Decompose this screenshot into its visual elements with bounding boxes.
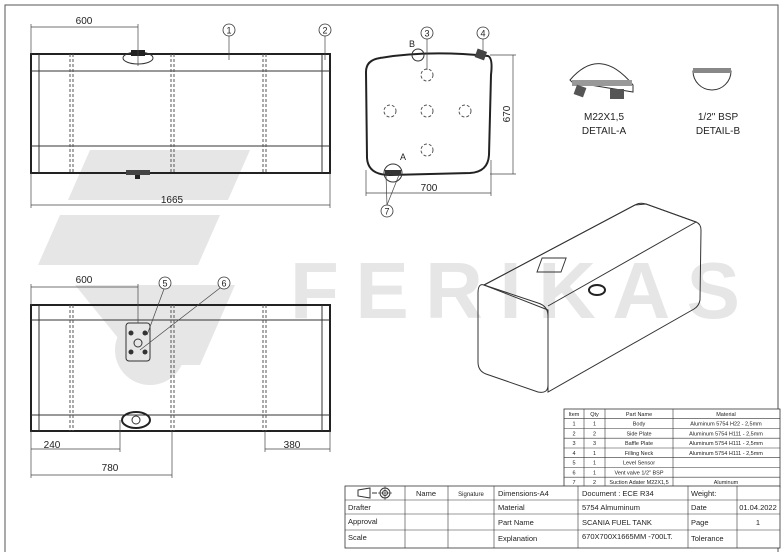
parts-cell-qty: 1 <box>593 461 596 467</box>
date-label: Date <box>691 503 707 512</box>
parts-cell-part-name: Filling Neck <box>625 451 654 457</box>
signature-header: Signature <box>458 492 484 498</box>
date-value: 01.04.2022 <box>739 503 777 512</box>
parts-cell-item: 7 <box>572 480 575 486</box>
parts-cell-part-name: Level Sensor <box>623 461 655 467</box>
parts-cell-qty: 2 <box>593 480 596 486</box>
detail-b-mark: B <box>409 39 415 49</box>
parts-cell-part-name: Suction Adater M22X1,5 <box>609 480 668 486</box>
drafter-label: Drafter <box>348 503 371 512</box>
dim-neck-position: 600 <box>76 16 93 27</box>
dim-height: 670 <box>502 105 513 122</box>
material-value: 5754 Almuminum <box>582 503 640 512</box>
dim-240: 240 <box>44 440 61 451</box>
parts-cell-item: 3 <box>572 441 575 447</box>
part-name-label: Part Name <box>498 518 534 527</box>
name-header: Name <box>416 489 436 498</box>
parts-cell-item: 5 <box>572 461 575 467</box>
document-value: Document : ECE R34 <box>582 489 654 498</box>
bottom-view: 600 240 380 780 5 6 <box>30 275 331 478</box>
page-label: Page <box>691 518 709 527</box>
parts-cell-part-name: Vent valve 1/2" BSP <box>614 470 663 476</box>
balloon-2: 2 <box>322 26 327 36</box>
parts-cell-material: Aluminum 5754 H111 - 2,5mm <box>689 451 763 457</box>
col-item: Item <box>569 412 580 418</box>
watermark-text: FERIKAS <box>290 246 740 335</box>
balloon-6: 6 <box>221 279 226 289</box>
col-part-name: Part Name <box>626 412 652 418</box>
parts-cell-qty: 1 <box>593 470 596 476</box>
dim-width: 700 <box>421 183 438 194</box>
top-view: 600 1665 1 2 <box>30 16 332 208</box>
dim-neck-position-bottom: 600 <box>76 275 93 286</box>
detail-a-thread: M22X1,5 <box>584 112 624 123</box>
watermark-logo: FERIKAS <box>38 150 740 385</box>
parts-cell-item: 2 <box>572 431 575 437</box>
parts-cell-part-name: Side Plate <box>626 431 651 437</box>
weight-label: Weight: <box>691 489 716 498</box>
balloon-5: 5 <box>162 279 167 289</box>
material-label: Material <box>498 503 525 512</box>
approval-label: Approval <box>348 517 378 526</box>
explanation-label: Explanation <box>498 534 537 543</box>
dim-length: 1665 <box>161 195 184 206</box>
parts-cell-material: Aluminum 5754 H22 - 2,5mm <box>690 422 762 428</box>
projection-symbol-icon <box>357 486 392 500</box>
parts-cell-qty: 3 <box>593 441 596 447</box>
explanation-value: 670X700X1665MM -700LT. <box>582 532 673 541</box>
parts-cell-qty: 1 <box>593 422 596 428</box>
parts-cell-item: 1 <box>572 422 575 428</box>
filling-neck-bottom <box>121 411 151 429</box>
parts-cell-material: Aluminum <box>714 480 739 486</box>
parts-cell-material: Aluminum 5754 H111 - 2,5mm <box>689 431 763 437</box>
dimensions-label: Dimensions-A4 <box>498 489 549 498</box>
page-value: 1 <box>756 518 760 527</box>
detail-b: 1/2" BSP DETAIL-B <box>692 68 741 137</box>
col-material: Material <box>716 412 736 418</box>
parts-cell-item: 6 <box>572 470 575 476</box>
balloon-1: 1 <box>226 26 231 36</box>
parts-cell-qty: 2 <box>593 431 596 437</box>
parts-cell-material: Aluminum 5754 H111 - 2,5mm <box>689 441 763 447</box>
balloon-3: 3 <box>424 29 429 39</box>
dim-380: 380 <box>284 440 301 451</box>
tolerance-label: Tolerance <box>691 534 724 543</box>
drawing-frame <box>4 4 779 552</box>
side-view: B A 670 700 3 4 7 <box>364 26 516 218</box>
parts-cell-part-name: Baffle Plate <box>625 441 653 447</box>
parts-cell-part-name: Body <box>633 422 646 428</box>
title-block: Name Signature Drafter Approval Scale Di… <box>344 485 781 549</box>
parts-cell-qty: 1 <box>593 451 596 457</box>
scale-label: Scale <box>348 533 367 542</box>
part-name-value: SCANIA FUEL TANK <box>582 518 652 527</box>
col-qty: Qty <box>590 412 599 418</box>
detail-a: M22X1,5 DETAIL-A <box>569 63 634 137</box>
dim-780: 780 <box>102 463 119 474</box>
balloon-4: 4 <box>480 29 485 39</box>
parts-cell-item: 4 <box>572 451 575 457</box>
balloon-7: 7 <box>384 207 389 217</box>
detail-b-thread: 1/2" BSP <box>698 112 739 123</box>
detail-a-mark: A <box>400 152 406 162</box>
detail-b-label: DETAIL-B <box>696 126 741 137</box>
isometric-view <box>477 202 702 393</box>
detail-a-label: DETAIL-A <box>582 126 627 137</box>
